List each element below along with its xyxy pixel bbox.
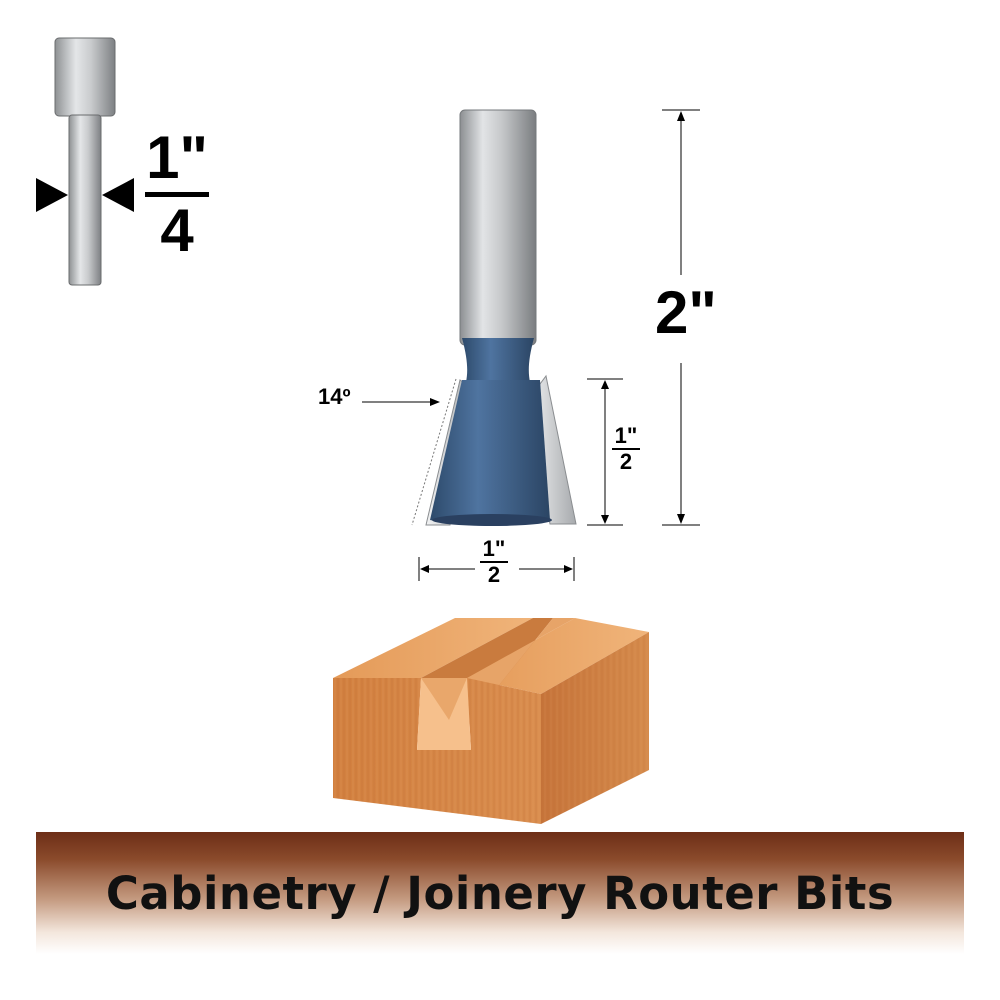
cutting-diameter-label: 1" 2 [480,538,508,586]
angle-dimension [360,375,470,530]
cutting-height-denominator: 2 [619,449,633,474]
router-bit-illustration [400,100,600,540]
shank-size-numerator: 1" [146,124,208,191]
shank-size-label: 1" 4 [145,128,209,261]
overall-length-label: 2" [655,279,717,346]
cutting-diameter-denominator: 2 [487,562,501,587]
cutting-height-dimension [585,375,630,530]
category-banner: Cabinetry / Joinery Router Bits [36,832,964,954]
angle-label: 14º [318,384,351,409]
banner-title: Cabinetry / Joinery Router Bits [105,866,895,920]
cutting-height-label: 1" 2 [612,425,640,473]
cutting-diameter-fraction-bar [480,561,508,563]
cutting-height-numerator: 1" [614,423,638,448]
cutting-height-fraction-bar [612,448,640,450]
overall-length-dimension [660,105,710,530]
cutting-diameter-dimension [415,555,580,585]
shank-size-fraction-bar [145,192,209,197]
shank-diagram [30,35,150,290]
dovetail-joint-illustration [325,610,665,830]
shank-size-denominator: 4 [160,197,194,264]
cutting-diameter-numerator: 1" [482,536,506,561]
